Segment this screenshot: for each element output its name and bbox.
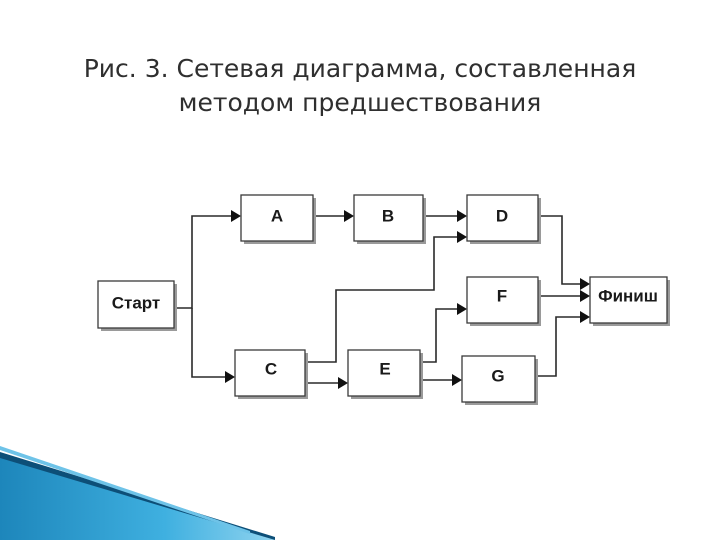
arrowhead-finish-from-f <box>580 290 590 302</box>
node-d: D <box>466 194 541 244</box>
arrowhead-finish-from-d <box>580 278 590 290</box>
node-d-label: D <box>496 206 508 225</box>
edge-e-f <box>420 308 459 363</box>
arrowhead-d-from-b <box>457 210 467 222</box>
node-start: Старт <box>97 280 177 331</box>
node-g: G <box>461 355 538 405</box>
slide-title: Рис. 3. Сетевая диаграмма, составленная … <box>0 52 720 120</box>
edge-start-a <box>174 215 233 309</box>
title-line-1: Рис. 3. Сетевая диаграмма, составленная <box>83 54 637 83</box>
arrowhead-e <box>338 377 348 389</box>
arrowheads <box>225 210 590 389</box>
edge-c-d <box>305 236 459 363</box>
arrowhead-c <box>225 371 235 383</box>
node-finish: Финиш <box>589 276 670 326</box>
node-a-label: A <box>271 206 283 225</box>
arrowhead-f <box>457 303 467 315</box>
node-e-label: E <box>379 359 390 378</box>
node-g-label: G <box>491 366 504 385</box>
arrowhead-a <box>231 210 241 222</box>
node-f: F <box>466 276 541 326</box>
arrowhead-finish-from-g <box>580 311 590 323</box>
node-start-label: Старт <box>112 293 161 312</box>
arrowhead-b <box>344 210 354 222</box>
node-b-label: B <box>382 206 394 225</box>
node-a: A <box>240 194 316 244</box>
node-c-label: C <box>265 359 277 378</box>
node-e: E <box>347 349 423 399</box>
edge-d-finish <box>538 215 582 285</box>
title-line-2: методом предшествования <box>178 88 542 117</box>
edge-start-c <box>191 308 227 378</box>
node-b: B <box>353 194 426 244</box>
edges <box>174 215 582 384</box>
corner-decoration <box>0 446 275 540</box>
node-finish-label: Финиш <box>598 286 658 305</box>
arrowhead-g <box>452 374 462 386</box>
node-c: C <box>234 349 308 399</box>
arrowhead-d-from-c <box>457 231 467 243</box>
edge-g-finish <box>535 316 582 377</box>
node-f-label: F <box>497 286 507 305</box>
